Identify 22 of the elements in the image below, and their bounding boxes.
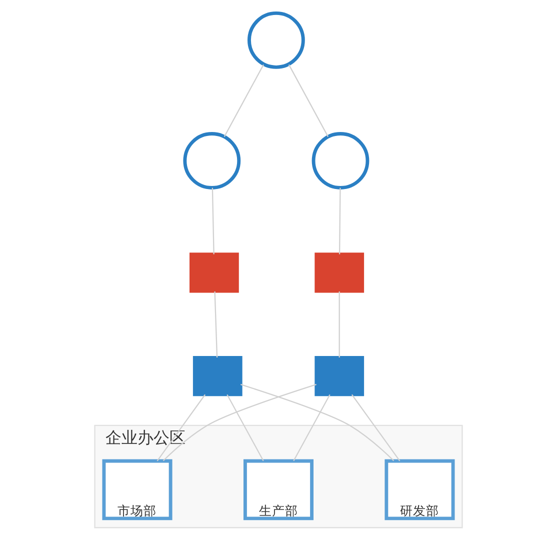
connector bbox=[224, 64, 264, 137]
connector bbox=[338, 291, 340, 358]
connector bbox=[351, 394, 400, 462]
connector bbox=[226, 394, 264, 462]
node-circle bbox=[183, 132, 241, 190]
connector bbox=[162, 384, 316, 462]
connector bbox=[156, 394, 206, 462]
node-box bbox=[192, 356, 242, 396]
node-circle bbox=[312, 132, 370, 190]
node-box: 市场部 bbox=[102, 459, 172, 520]
connector bbox=[338, 188, 341, 254]
node-box bbox=[314, 356, 364, 396]
node-circle bbox=[248, 11, 305, 69]
node-box bbox=[314, 252, 364, 293]
connector bbox=[240, 384, 394, 462]
connector bbox=[212, 188, 214, 254]
connector bbox=[288, 64, 329, 137]
connector bbox=[293, 394, 330, 462]
node-box bbox=[190, 252, 239, 293]
connector bbox=[214, 291, 218, 358]
node-box: 生产部 bbox=[243, 459, 314, 520]
node-box: 研发部 bbox=[384, 459, 455, 520]
